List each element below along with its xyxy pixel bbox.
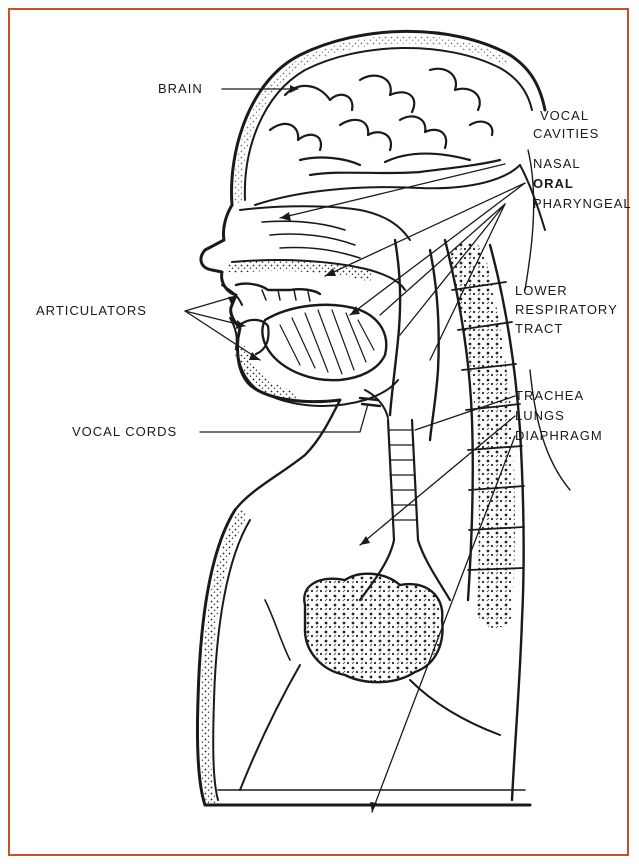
label-vocal-cords: VOCAL CORDS xyxy=(72,424,177,440)
pharynx-front xyxy=(390,240,400,415)
label-cavities: CAVITIES xyxy=(533,126,599,142)
label-brain: BRAIN xyxy=(158,81,203,97)
trachea-front xyxy=(388,420,394,540)
nasal-cavity xyxy=(240,206,410,240)
label-trachea: TRACHEA xyxy=(515,388,584,404)
trachea-back xyxy=(412,420,418,540)
label-lower: LOWER xyxy=(515,283,568,299)
label-oral: ORAL xyxy=(533,176,574,192)
label-articulators: ARTICULATORS xyxy=(36,303,147,319)
tongue xyxy=(262,305,386,380)
label-lungs: LUNGS xyxy=(515,408,565,424)
label-vocal: VOCAL xyxy=(540,108,589,124)
vocal-cords xyxy=(360,398,380,406)
label-pharyngeal: PHARYNGEAL xyxy=(533,196,632,212)
back-wall xyxy=(512,620,522,800)
brain-folds xyxy=(270,69,500,175)
label-respiratory: RESPIRATORY xyxy=(515,302,618,318)
neck-front xyxy=(235,400,340,510)
label-tract: TRACT xyxy=(515,321,563,337)
brain-base xyxy=(255,165,520,205)
label-diaphragm: DIAPHRAGM xyxy=(515,428,603,444)
label-nasal: NASAL xyxy=(533,156,581,172)
